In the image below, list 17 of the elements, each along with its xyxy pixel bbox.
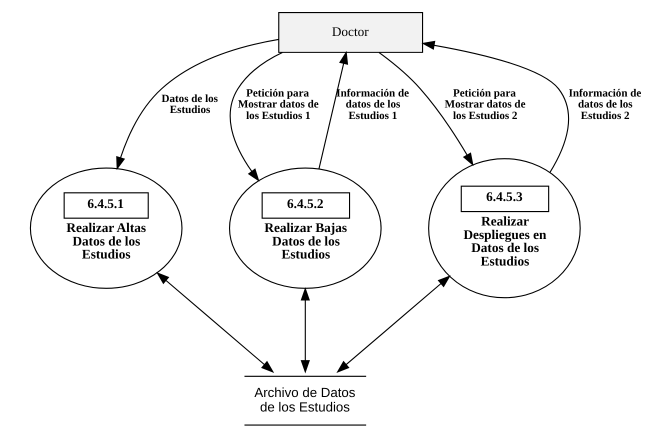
node-box: Doctor: [278, 12, 423, 53]
edge-label: Información de datos de los Estudios 2: [568, 88, 641, 122]
arrow: [420, 40, 569, 173]
edge-label: Datos de los Estudios: [161, 93, 218, 116]
arrow: [156, 272, 274, 373]
node-text: Archivo de Datos de los Estudios: [254, 384, 355, 414]
arrow: [378, 52, 474, 166]
node-ellipse: 6.4.5.1 Realizar Altas Datos de los Estudios: [29, 167, 182, 289]
edge-label: Petición para Mostrar datos de los Estudios 2: [444, 88, 525, 122]
edge-label: Petición para Mostrar datos de los Estudios 1: [237, 88, 318, 122]
arrow: [229, 52, 282, 182]
arrow: [318, 50, 348, 169]
arrow: [336, 275, 450, 373]
arrow: [300, 287, 310, 374]
node-circle: 6.4.5.3 Realizar Despliegues en Datos de los Estudios: [428, 158, 580, 298]
edge-label: Información de datos de los Estudios 1: [336, 88, 409, 122]
arrow: [116, 38, 278, 170]
